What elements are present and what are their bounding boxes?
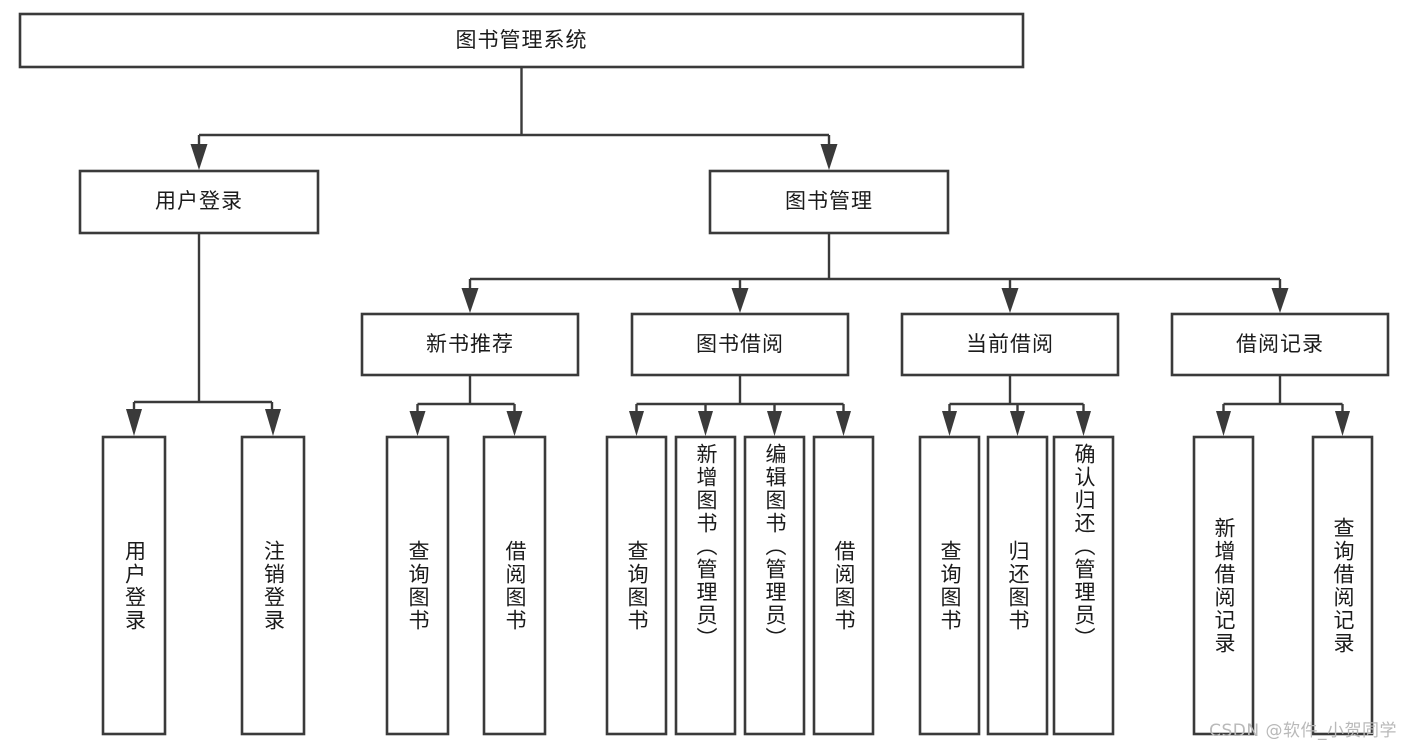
connector-userlogin-to-leaves (126, 233, 281, 436)
label-leaf-add-record: 新增借阅记录 (1211, 516, 1236, 655)
label-leaf-user-login: 用户登录 (122, 539, 147, 632)
box-leaf-query-book-1[interactable] (385, 435, 450, 736)
box-leaf-query-book-2[interactable] (605, 435, 668, 736)
box-leaf-borrow-book-1[interactable] (482, 435, 547, 736)
box-leaf-confirm-return[interactable] (1052, 435, 1115, 736)
label-leaf-borrow-book-1: 借阅图书 (502, 539, 527, 632)
connector-root-to-level2 (190, 67, 838, 170)
label-book-borrow: 图书借阅 (696, 331, 784, 356)
label-root: 图书管理系统 (455, 27, 588, 52)
label-leaf-borrow-book-2: 借阅图书 (831, 539, 856, 632)
label-leaf-query-book-3: 查询图书 (937, 539, 962, 632)
box-leaf-query-record[interactable] (1311, 435, 1374, 736)
connector-newbook-to-leaves (409, 375, 523, 436)
label-leaf-edit-book: 编辑图书（管理员） (762, 443, 787, 650)
box-leaf-add-record[interactable] (1192, 435, 1255, 736)
box-leaf-add-book[interactable] (674, 435, 737, 736)
label-leaf-query-book-2: 查询图书 (624, 539, 649, 632)
label-leaf-logout: 注销登录 (261, 539, 286, 632)
box-leaf-edit-book[interactable] (743, 435, 806, 736)
box-leaf-borrow-book-2[interactable] (812, 435, 875, 736)
label-current-borrow: 当前借阅 (966, 331, 1054, 356)
connector-bookborrow-to-leaves (629, 375, 851, 436)
connector-borrowrecord-to-leaves (1216, 375, 1350, 436)
box-leaf-logout[interactable] (240, 435, 306, 736)
box-leaf-return-book[interactable] (986, 435, 1049, 736)
label-leaf-return-book: 归还图书 (1005, 539, 1030, 632)
label-leaf-add-book: 新增图书（管理员） (693, 443, 718, 650)
connector-currentborrow-to-leaves (942, 375, 1091, 436)
label-new-book-recommend: 新书推荐 (426, 331, 514, 356)
box-current-borrow[interactable] (900, 312, 1120, 377)
box-leaf-user-login[interactable] (101, 435, 167, 736)
label-leaf-query-book-1: 查询图书 (405, 539, 430, 632)
connector-bookmanage-to-level3 (461, 233, 1289, 313)
box-new-book-recommend[interactable] (360, 312, 580, 377)
label-leaf-query-record: 查询借阅记录 (1330, 516, 1355, 655)
box-user-login[interactable] (78, 169, 320, 235)
label-leaf-confirm-return: 确认归还（管理员） (1071, 443, 1096, 650)
label-borrow-record: 借阅记录 (1236, 331, 1324, 356)
label-book-manage: 图书管理 (785, 189, 873, 214)
label-user-login: 用户登录 (155, 189, 243, 214)
box-root[interactable] (18, 12, 1025, 69)
box-leaf-query-book-3[interactable] (918, 435, 981, 736)
